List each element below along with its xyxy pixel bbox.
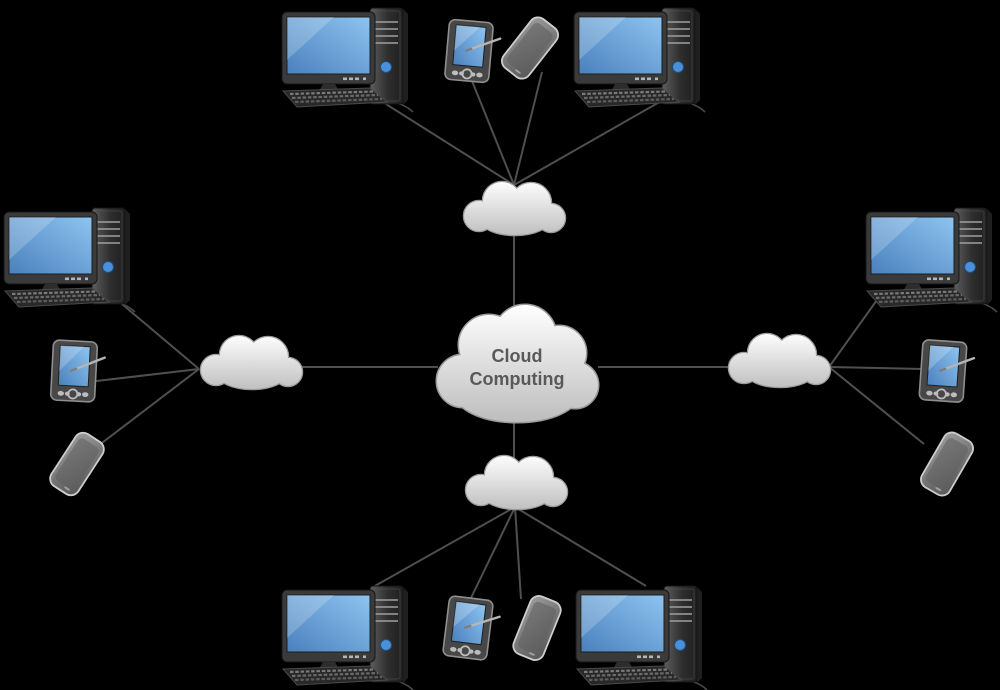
connector-line: [513, 99, 664, 186]
central-cloud-label-line2: Computing: [470, 369, 565, 389]
pda-icon-left: [49, 338, 107, 404]
connector-lines: [87, 71, 925, 601]
smartphone-icon-bottom: [509, 592, 565, 664]
connector-line: [828, 299, 878, 368]
cloud-node-bottom: [466, 456, 567, 509]
smartphone-icon-left: [45, 428, 109, 500]
connector-line: [115, 298, 200, 370]
cloud-node-top: [464, 182, 565, 235]
connector-line: [469, 506, 516, 601]
desktop-computer-icon-left: [2, 206, 137, 314]
connector-line: [469, 75, 515, 186]
central-cloud-label-line1: Cloud: [492, 346, 543, 366]
desktop-computer-icon-right: [864, 206, 999, 314]
connector-line: [89, 368, 200, 453]
connector-line: [513, 71, 543, 186]
connector-line: [377, 98, 515, 186]
cloud-node-left: [201, 336, 302, 389]
connector-line: [87, 368, 200, 383]
connector-line: [514, 506, 647, 587]
desktop-computer-icon-top-left: [280, 6, 415, 114]
connector-line: [828, 366, 924, 370]
smartphone-icon-right: [916, 428, 978, 500]
desktop-computer-icon-bottom-right: [574, 584, 709, 690]
desktop-computer-icon-top-right: [572, 6, 707, 114]
cloud-node-right: [729, 334, 830, 387]
desktop-computer-icon-bottom-left: [280, 584, 415, 690]
pda-icon-right: [917, 338, 977, 405]
pda-icon-top: [443, 17, 503, 85]
connector-line: [372, 506, 516, 588]
pda-icon-bottom: [441, 594, 503, 663]
smartphone-icon-top: [497, 12, 563, 84]
connector-line: [828, 366, 925, 445]
connector-line: [514, 506, 522, 600]
